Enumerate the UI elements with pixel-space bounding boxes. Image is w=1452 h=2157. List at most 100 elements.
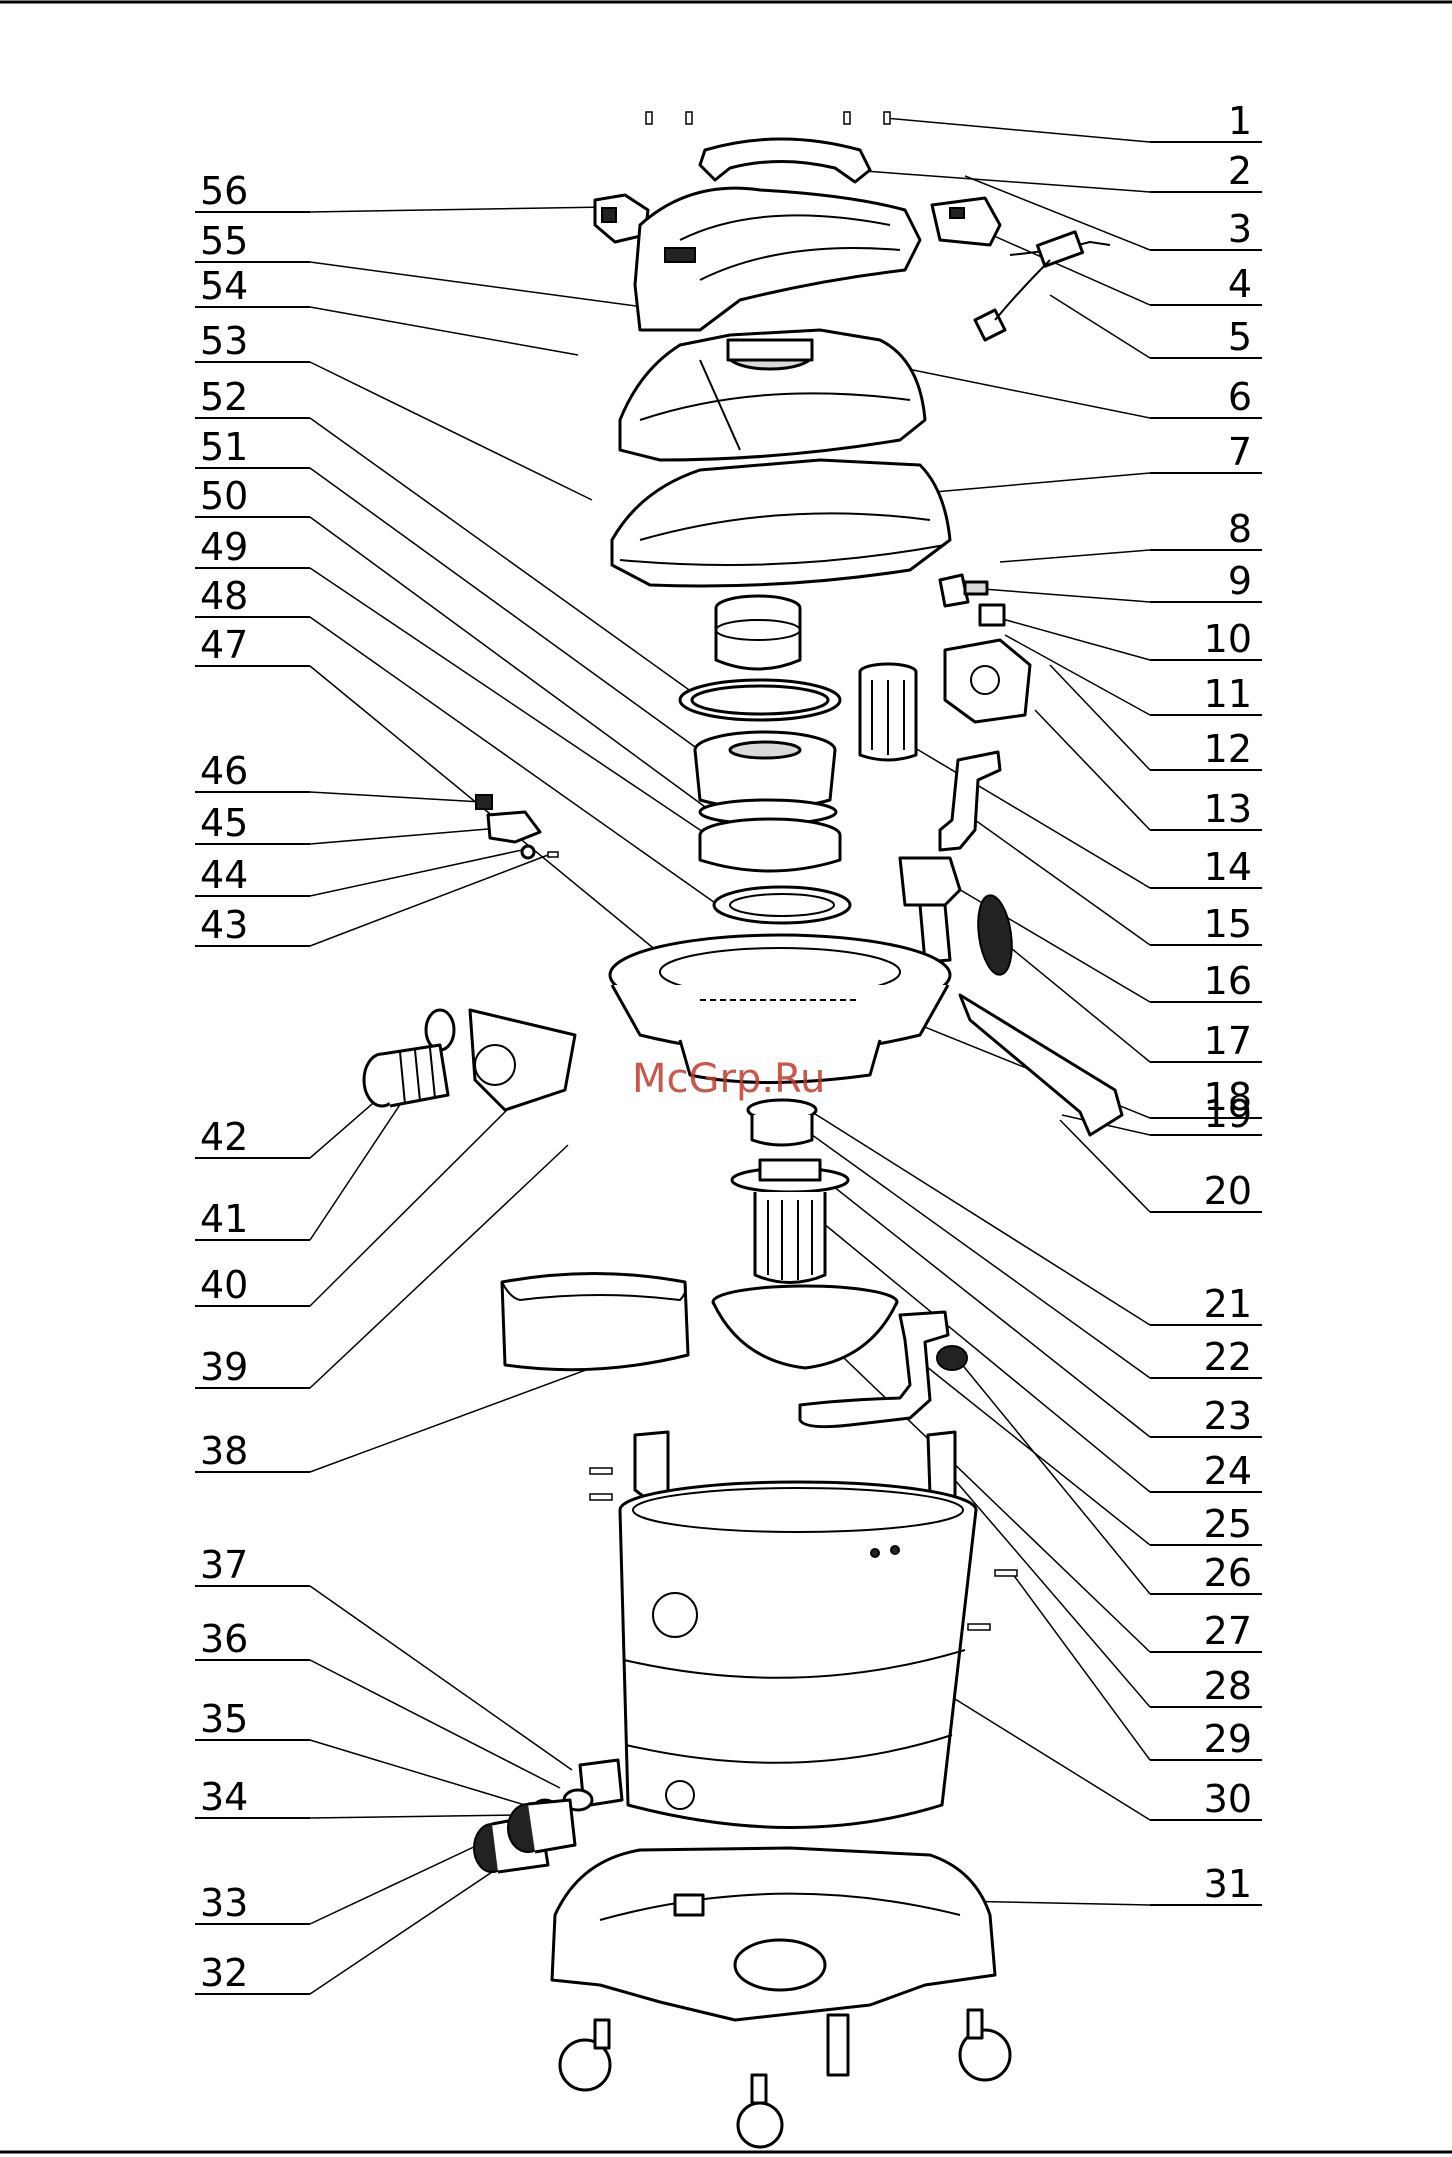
leader-line	[948, 1472, 1150, 1707]
leader-line	[960, 1362, 1150, 1594]
leader-line	[885, 118, 1150, 142]
washer-part	[522, 846, 534, 858]
callout-49: 49	[200, 525, 248, 569]
base-part	[552, 1848, 995, 2020]
callout-35: 35	[200, 1697, 248, 1741]
power-cord-part	[975, 232, 1110, 340]
screw-part	[968, 1624, 990, 1630]
leader-line	[1060, 1120, 1150, 1212]
callout-47: 47	[200, 623, 248, 667]
callout-26: 26	[1204, 1551, 1252, 1595]
seal-ring-part	[714, 887, 850, 923]
callout-33: 33	[200, 1881, 248, 1925]
callout-29: 29	[1204, 1717, 1252, 1761]
callout-30: 30	[1204, 1777, 1252, 1821]
float-lever-part	[940, 752, 1000, 850]
callout-40: 40	[200, 1263, 248, 1307]
callout-12: 12	[1204, 727, 1252, 771]
front-cover-part	[502, 1274, 688, 1370]
callout-56: 56	[200, 169, 248, 213]
leader-line	[935, 875, 1150, 1002]
screw-part	[995, 1570, 1017, 1576]
callout-2: 2	[1228, 149, 1252, 193]
callout-41: 41	[200, 1197, 248, 1241]
leader-line	[1000, 550, 1150, 562]
motor-cover-part	[612, 460, 950, 586]
callout-14: 14	[1204, 845, 1252, 889]
leader-line	[1012, 1573, 1150, 1760]
leader-line	[310, 617, 718, 905]
spring-part	[965, 582, 987, 594]
leader-line	[970, 588, 1150, 602]
callout-42: 42	[200, 1115, 248, 1159]
side-bracket-part	[945, 640, 1030, 722]
callout-16: 16	[1204, 959, 1252, 1003]
button-part	[980, 605, 1004, 625]
sponge-part	[974, 893, 1017, 977]
callout-52: 52	[200, 375, 248, 419]
motor-sleeve-part	[716, 596, 800, 669]
filter-cage-part	[860, 664, 916, 760]
callout-36: 36	[200, 1617, 248, 1661]
callout-21: 21	[1204, 1282, 1252, 1326]
leader-line	[310, 1845, 478, 1924]
float-part	[900, 858, 960, 962]
callout-3: 3	[1228, 207, 1252, 251]
callout-55: 55	[200, 219, 248, 263]
leader-line	[310, 307, 578, 355]
leader-line	[898, 367, 1150, 418]
side-panel-part	[960, 995, 1122, 1135]
leader-line	[310, 1660, 560, 1788]
caster-part	[560, 2020, 610, 2090]
leader-line	[1035, 710, 1150, 830]
callout-45: 45	[200, 801, 248, 845]
callout-9: 9	[1228, 559, 1252, 603]
callout-37: 37	[200, 1543, 248, 1587]
callout-27: 27	[1204, 1609, 1252, 1653]
leader-line	[1050, 665, 1150, 770]
callout-39: 39	[200, 1345, 248, 1389]
callout-13: 13	[1204, 787, 1252, 831]
hose-connector-part	[364, 1045, 448, 1106]
callout-34: 34	[200, 1775, 248, 1819]
callout-38: 38	[200, 1429, 248, 1473]
caster-part	[960, 2010, 1010, 2080]
callout-5: 5	[1228, 315, 1252, 359]
leader-line	[310, 362, 592, 500]
leader-line	[310, 850, 522, 896]
caster-part	[828, 2015, 848, 2075]
leader-line	[850, 170, 1150, 192]
leader-line	[1050, 295, 1150, 358]
callout-32: 32	[200, 1951, 248, 1995]
callout-22: 22	[1204, 1335, 1252, 1379]
tank-part	[620, 1482, 976, 1828]
leader-line	[310, 1815, 520, 1818]
leader-line	[310, 207, 608, 212]
leader-line	[310, 1740, 548, 1812]
callout-44: 44	[200, 853, 248, 897]
leader-line	[310, 568, 712, 838]
fan-part	[695, 732, 835, 809]
outlet-cap-part	[508, 1800, 575, 1852]
callout-11: 11	[1204, 672, 1252, 716]
callout-51: 51	[200, 425, 248, 469]
callout-6: 6	[1228, 375, 1252, 419]
leader-line	[310, 1860, 510, 1994]
callout-19: 19	[1204, 1092, 1252, 1136]
callout-8: 8	[1228, 507, 1252, 551]
watermark: McGrp.Ru	[632, 1056, 825, 1102]
inlet-cover-part	[470, 1010, 575, 1110]
valve-body-part	[488, 812, 540, 842]
filter-cartridge-part	[755, 1192, 825, 1283]
callout-31: 31	[1204, 1862, 1252, 1906]
handle-part	[700, 139, 870, 182]
callout-4: 4	[1228, 262, 1252, 306]
filter-adapter-part	[732, 1160, 848, 1192]
screws-top	[646, 112, 890, 124]
leader-line	[310, 1105, 512, 1306]
callout-20: 20	[1204, 1169, 1252, 1213]
top-cover-part	[635, 188, 920, 330]
callout-43: 43	[200, 903, 248, 947]
bowl-filter-part	[713, 1286, 897, 1368]
